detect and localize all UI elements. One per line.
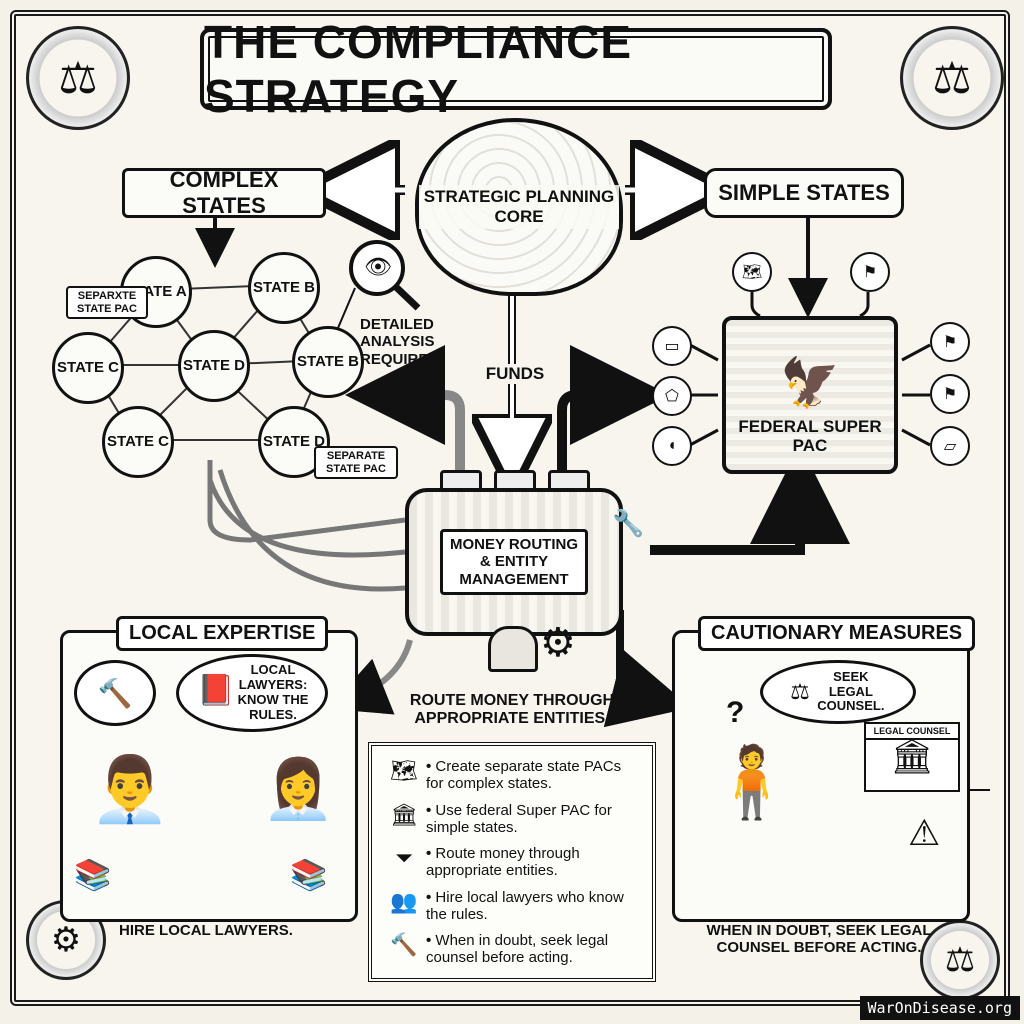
- complex-states-title: COMPLEX STATES: [122, 167, 326, 218]
- list-item: 🔨 When in doubt, seek legal counsel befo…: [382, 932, 642, 967]
- credit-link[interactable]: WarOnDisease.org: [859, 996, 1020, 1020]
- gear-icon: ⚙: [540, 621, 576, 665]
- books-icon: 📚: [74, 859, 112, 892]
- local-expertise-caption: HIRE LOCAL LAWYERS.: [119, 922, 293, 939]
- strategic-planning-core: STRATEGIC PLANNING CORE: [415, 118, 623, 296]
- lawyer-woman-icon: 👩‍💼: [262, 757, 335, 822]
- state-shape-icon: ▱: [930, 426, 970, 466]
- federal-super-pac: 🦅 FEDERAL SUPER PAC: [722, 316, 898, 474]
- question-mark-icon: ?: [726, 696, 745, 729]
- list-item: 🗺 Create separate state PACs for complex…: [382, 758, 642, 793]
- bubble-text: LOCAL LAWYERS: KNOW THE RULES.: [237, 662, 309, 722]
- scales-icon: ⚖: [790, 679, 810, 704]
- books-icon: 📚: [290, 859, 328, 892]
- gavel-icon: 🔨: [390, 932, 418, 957]
- detailed-analysis-note: DETAILED ANALYSIS REQUIRED: [360, 316, 440, 368]
- local-expertise-title: LOCAL EXPERTISE: [116, 616, 329, 651]
- state-node-c-2: STATE C: [102, 406, 174, 478]
- thinking-person-icon: 🧍: [708, 743, 796, 821]
- core-label: STRATEGIC PLANNING CORE: [419, 185, 619, 229]
- state-node-c: STATE C: [52, 332, 124, 404]
- eye-icon: 👁: [364, 254, 392, 279]
- flag-icon: ⚑: [850, 252, 890, 292]
- separate-state-pac-tag: SEPARXTE STATE PAC: [66, 286, 148, 320]
- title-text: THE COMPLIANCE STRATEGY: [204, 16, 632, 122]
- list-item: 👥 Hire local lawyers who know the rules.: [382, 889, 642, 924]
- page-title: THE COMPLIANCE STRATEGY: [200, 16, 832, 122]
- cautionary-caption: WHEN IN DOUBT, SEEK LEGAL COUNSEL BEFORE…: [706, 922, 932, 957]
- state-node-b-2: STATE B: [292, 326, 364, 398]
- state-shape-icon: ◖: [652, 426, 692, 466]
- capitol-icon: 🏛: [390, 801, 418, 827]
- list-item: ⏷ Route money through appropriate entiti…: [382, 845, 642, 880]
- warning-sign-icon: ⚠: [908, 812, 941, 853]
- scales-of-justice-icon: ⚖: [900, 26, 1004, 130]
- flag-icon: ⚑: [930, 374, 970, 414]
- lawyer-man-icon: 👨‍💼: [90, 753, 170, 825]
- drain-valve: [488, 626, 538, 672]
- state-shape-icon: ⬠: [652, 376, 692, 416]
- us-map-icon: 🗺: [732, 252, 772, 292]
- speech-bubble: 📕 LOCAL LAWYERS: KNOW THE RULES.: [176, 654, 328, 732]
- scales-of-justice-icon: ⚖: [920, 920, 1000, 1000]
- us-map-icon: 🗺: [390, 758, 418, 783]
- eagle-icon: 🦅: [780, 356, 840, 410]
- courthouse-icon: LEGAL COUNSEL 🏛: [864, 722, 960, 792]
- lawyers-icon: 👥: [390, 888, 418, 914]
- summary-list: 🗺 Create separate state PACs for complex…: [368, 742, 656, 982]
- funnel-icon: ⏷: [395, 845, 413, 870]
- simple-states-title: SIMPLE STATES: [704, 168, 904, 218]
- thought-bubble: ⚖ SEEK LEGAL COUNSEL.: [760, 660, 916, 724]
- scales-of-justice-icon: ⚖: [26, 26, 130, 130]
- state-node-d: STATE D: [178, 330, 250, 402]
- flag-icon: ⚑: [930, 322, 970, 362]
- gavel-bubble: 🔨: [74, 660, 156, 726]
- valve-icon: 🔧: [612, 508, 645, 538]
- state-node-b: STATE B: [248, 252, 320, 324]
- money-routing-tank: MONEY ROUTING & ENTITY MANAGEMENT: [405, 488, 623, 636]
- routing-label: MONEY ROUTING & ENTITY MANAGEMENT: [440, 529, 588, 595]
- cautionary-title: CAUTIONARY MEASURES: [698, 616, 976, 651]
- state-shape-icon: ▭: [652, 326, 692, 366]
- courthouse-sign: LEGAL COUNSEL: [866, 724, 958, 740]
- separate-state-pac-tag: SEPARATE STATE PAC: [314, 446, 398, 480]
- thought-text: SEEK LEGAL COUNSEL.: [817, 668, 885, 714]
- super-pac-label: FEDERAL SUPER PAC: [738, 416, 882, 456]
- list-item: 🏛 Use federal Super PAC for simple state…: [382, 802, 642, 837]
- book-icon: 📕: [197, 674, 235, 707]
- funds-label: FUNDS: [480, 364, 550, 384]
- routing-caption: ROUTE MONEY THROUGH APPROPRIATE ENTITIES…: [409, 692, 615, 728]
